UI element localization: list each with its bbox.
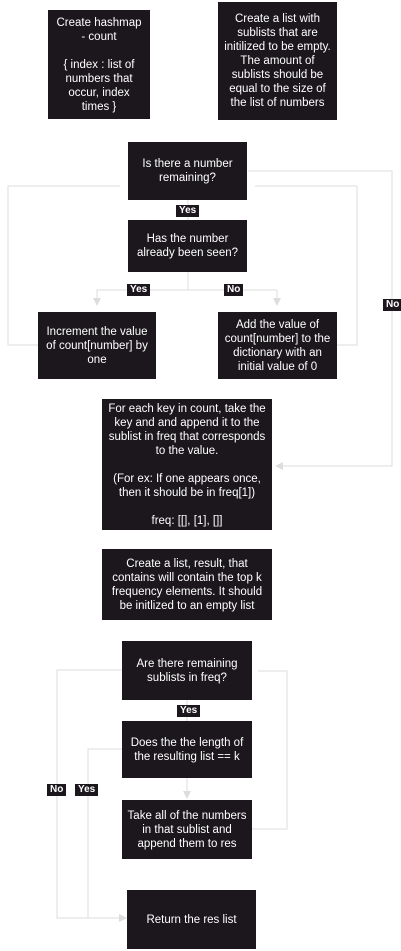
add-value-node: Add the value of count[number] to the di… — [218, 312, 337, 379]
create-sublists-node: Create a list with sublists that are ini… — [218, 2, 337, 120]
label-q1-no: No — [383, 299, 401, 311]
edge-take-loop — [252, 670, 288, 830]
arrowhead-q1-no — [275, 462, 283, 470]
already-seen-decision: Has the number already been seen? — [128, 220, 247, 272]
length-check-decision: Does the the length of the resulting lis… — [122, 721, 252, 778]
arrowhead-q2-yes — [93, 298, 101, 306]
take-numbers-node: Take all of the numbers in that sublist … — [122, 800, 252, 859]
arrowhead-q4-take — [183, 791, 191, 799]
arrowhead-return — [119, 914, 127, 922]
label-q3-no: No — [47, 784, 67, 796]
label-q1-yes: Yes — [176, 205, 200, 217]
label-q3-yes: Yes — [177, 705, 201, 717]
each-key-node: For each key in count, take the key and … — [102, 399, 272, 530]
edge-add-loop — [255, 185, 358, 346]
create-hashmap-node: Create hashmap - count { index : list of… — [48, 10, 150, 119]
label-q2-no: No — [224, 284, 244, 296]
remaining-sublists-decision: Are there remaining sublists in freq? — [122, 641, 252, 700]
return-res-node: Return the res list — [127, 890, 256, 949]
increment-node: Increment the value of count[number] by … — [38, 312, 156, 379]
label-q4-yes: Yes — [75, 784, 99, 796]
edge-q1-no — [248, 170, 393, 467]
create-result-node: Create a list, result, that contains wil… — [102, 549, 272, 620]
arrowhead-q2-no — [273, 298, 281, 306]
number-remaining-decision: Is there a number remaining? — [128, 142, 247, 200]
edge-increment-loop — [7, 185, 120, 346]
edge-q4-yes — [87, 748, 125, 919]
label-q2-yes: Yes — [127, 284, 151, 296]
